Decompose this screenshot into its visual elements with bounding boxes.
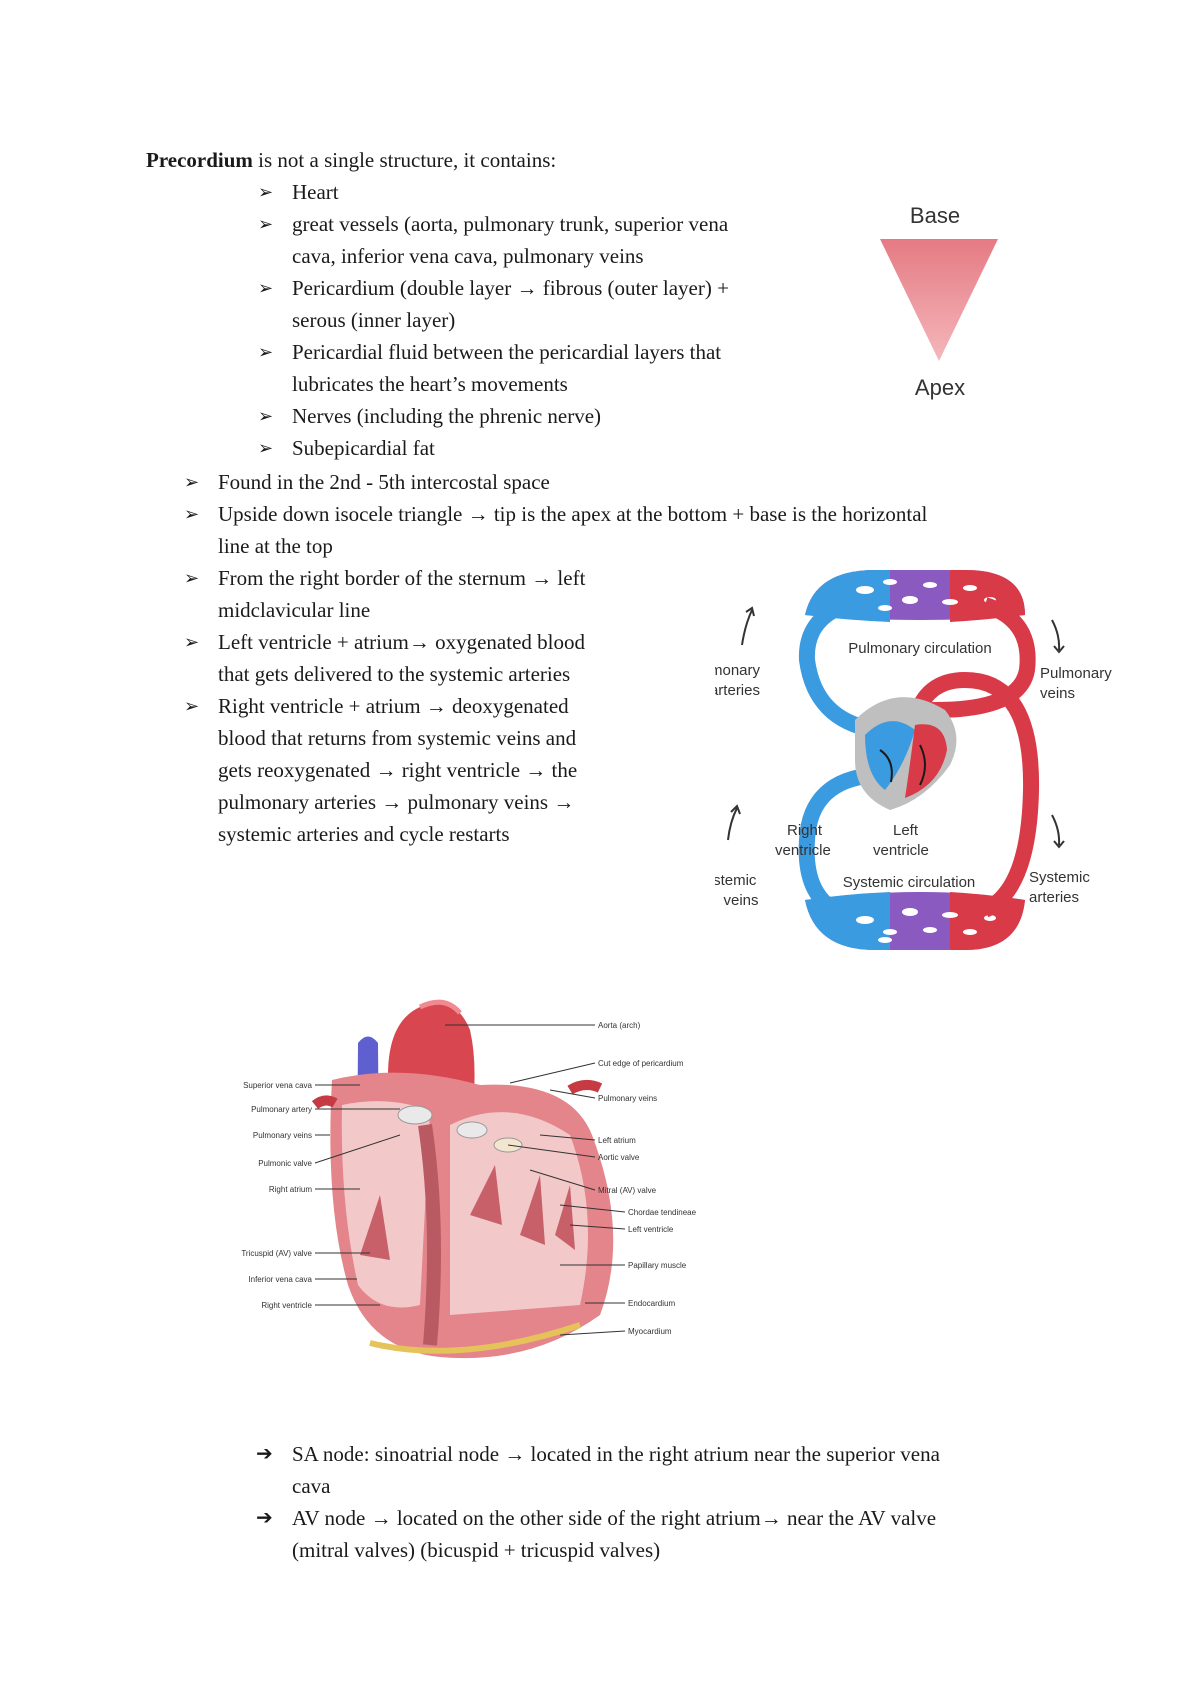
list-item: Pericardium (double layer → fibrous (out… [292, 276, 729, 300]
pulmonary-artery-loop [798, 597, 877, 738]
list-item: Right ventricle + atrium → deoxygenated [218, 694, 569, 718]
heart-labels-right: Aorta (arch) Cut edge of pericardium Pul… [598, 1021, 697, 1336]
right-ventricle-label: Right ventricle [261, 1301, 312, 1310]
heart-anatomy-illustration: Aorta (arch) Cut edge of pericardium Pul… [241, 999, 697, 1359]
bullet-arrow-icon: ➢ [258, 278, 274, 298]
list-item: Upside down isocele triangle → tip is th… [218, 502, 928, 526]
right-ventricle-label: ventricle [775, 842, 831, 859]
endocardium-label: Endocardium [628, 1299, 675, 1308]
bullet-arrow-icon: ➢ [184, 568, 200, 588]
systemic-capillary-bed [805, 892, 1025, 950]
papillary-muscle-label: Papillary muscle [628, 1261, 687, 1270]
left-ventricle-label: Left ventricle [628, 1225, 674, 1234]
list-item: Pericardial fluid between the pericardia… [292, 340, 722, 364]
list-item-continued: systemic arteries and cycle restarts [218, 822, 510, 846]
bullet-arrow-icon: ➢ [184, 696, 200, 716]
pulmonary-veins-label: Pulmonary veins [598, 1094, 657, 1103]
chordae-tendineae-label: Chordae tendineae [628, 1208, 697, 1217]
apex-label: Apex [915, 375, 965, 400]
heart-drawing [311, 999, 614, 1359]
systemic-vein-loop [798, 767, 876, 923]
pulmonary-circulation-label: Pulmonary circulation [848, 640, 991, 657]
left-ventricle-label: Left [893, 822, 919, 839]
bullet-arrow-icon: ➢ [258, 438, 274, 458]
flow-arrow-icon [727, 606, 1065, 849]
inferior-vena-cava-label: Inferior vena cava [248, 1275, 312, 1284]
bullet-arrow-icon: ➔ [256, 1443, 273, 1465]
left-atrium-label: Left atrium [598, 1136, 636, 1145]
list-item: Subepicardial fat [292, 436, 435, 460]
pulmonary-arteries-label: arteries [715, 682, 760, 699]
list-item-continued: that gets delivered to the systemic arte… [218, 662, 571, 686]
list-item: SA node: sinoatrial node → located in th… [292, 1442, 940, 1466]
base-label: Base [910, 203, 960, 228]
heart-labels-left: Superior vena cava Pulmonary artery Pulm… [241, 1081, 312, 1310]
systemic-veins-label: veins [723, 892, 758, 909]
list-item-continued: gets reoxygenated → right ventricle → th… [218, 758, 578, 782]
systemic-arteries-label: Systemic [1029, 869, 1090, 886]
bullet-arrow-icon: ➢ [258, 342, 274, 362]
pericardium-edge-label: Cut edge of pericardium [598, 1059, 684, 1068]
left-ventricle-label: ventricle [873, 842, 929, 859]
circulation-diagram: Pulmonary circulation Systemic circulati… [715, 570, 1112, 950]
systemic-arteries-label: arteries [1029, 889, 1079, 906]
right-atrium-label: Right atrium [269, 1185, 312, 1194]
list-item-continued: serous (inner layer) [292, 308, 456, 332]
pulmonary-arteries-label: Pulmonary [715, 662, 760, 679]
list-item-continued: line at the top [218, 534, 333, 558]
systemic-veins-label: Systemic [715, 872, 757, 889]
bullet-arrow-icon: ➢ [184, 504, 200, 524]
pulmonary-veins-label: Pulmonary [1040, 665, 1112, 682]
bullet-arrow-icon: ➢ [258, 182, 274, 202]
list-item-continued: cava [292, 1474, 331, 1498]
intro-term: Precordium [146, 148, 253, 172]
list-item-continued: midclavicular line [218, 598, 371, 622]
pulmonic-valve-label: Pulmonic valve [258, 1159, 312, 1168]
superior-vena-cava-label: Superior vena cava [243, 1081, 312, 1090]
list-item: great vessels (aorta, pulmonary trunk, s… [292, 212, 729, 236]
bullet-arrow-icon: ➢ [184, 472, 200, 492]
list-item-continued: pulmonary arteries → pulmonary veins → [218, 790, 575, 814]
right-ventricle-label: Right [787, 822, 823, 839]
list-item-continued: (mitral valves) (bicuspid + tricuspid va… [292, 1538, 661, 1562]
tricuspid-valve-label: Tricuspid (AV) valve [241, 1249, 312, 1258]
bullet-arrow-icon: ➢ [258, 214, 274, 234]
pulmonary-artery-label: Pulmonary artery [251, 1105, 312, 1114]
list-item-continued: lubricates the heart’s movements [292, 372, 568, 396]
pulmonary-veins-label: Pulmonary veins [253, 1131, 312, 1140]
leader-lines [314, 1024, 626, 1336]
aorta-label: Aorta (arch) [598, 1021, 641, 1030]
myocardium-label: Myocardium [628, 1327, 672, 1336]
bullet-arrow-icon: ➔ [256, 1507, 273, 1529]
list-item: Nerves (including the phrenic nerve) [292, 404, 602, 428]
bullet-arrow-icon: ➢ [184, 632, 200, 652]
systemic-artery-loop [907, 671, 1040, 918]
heart-schematic [855, 697, 957, 810]
intro-line: Precordium is not a single structure, it… [146, 145, 556, 175]
inverted-triangle-shape [880, 239, 998, 361]
systemic-circulation-label: Systemic circulation [843, 874, 976, 891]
aortic-valve-label: Aortic valve [598, 1153, 640, 1162]
list-item: AV node → located on the other side of t… [292, 1506, 937, 1530]
pulmonary-veins-label: veins [1040, 685, 1075, 702]
list-item: From the right border of the sternum → l… [218, 566, 586, 590]
bullet-arrow-icon: ➢ [258, 406, 274, 426]
mitral-valve-label: Mitral (AV) valve [598, 1186, 657, 1195]
intro-text: is not a single structure, it contains: [252, 148, 557, 172]
list-item-continued: cava, inferior vena cava, pulmonary vein… [292, 244, 644, 268]
base-apex-triangle-figure: Base Apex [880, 203, 998, 400]
list-item-continued: blood that returns from systemic veins a… [218, 726, 577, 750]
list-item: Found in the 2nd - 5th intercostal space [218, 470, 550, 494]
list-item: Left ventricle + atrium→ oxygenated bloo… [218, 630, 585, 654]
list-item: Heart [292, 180, 339, 204]
